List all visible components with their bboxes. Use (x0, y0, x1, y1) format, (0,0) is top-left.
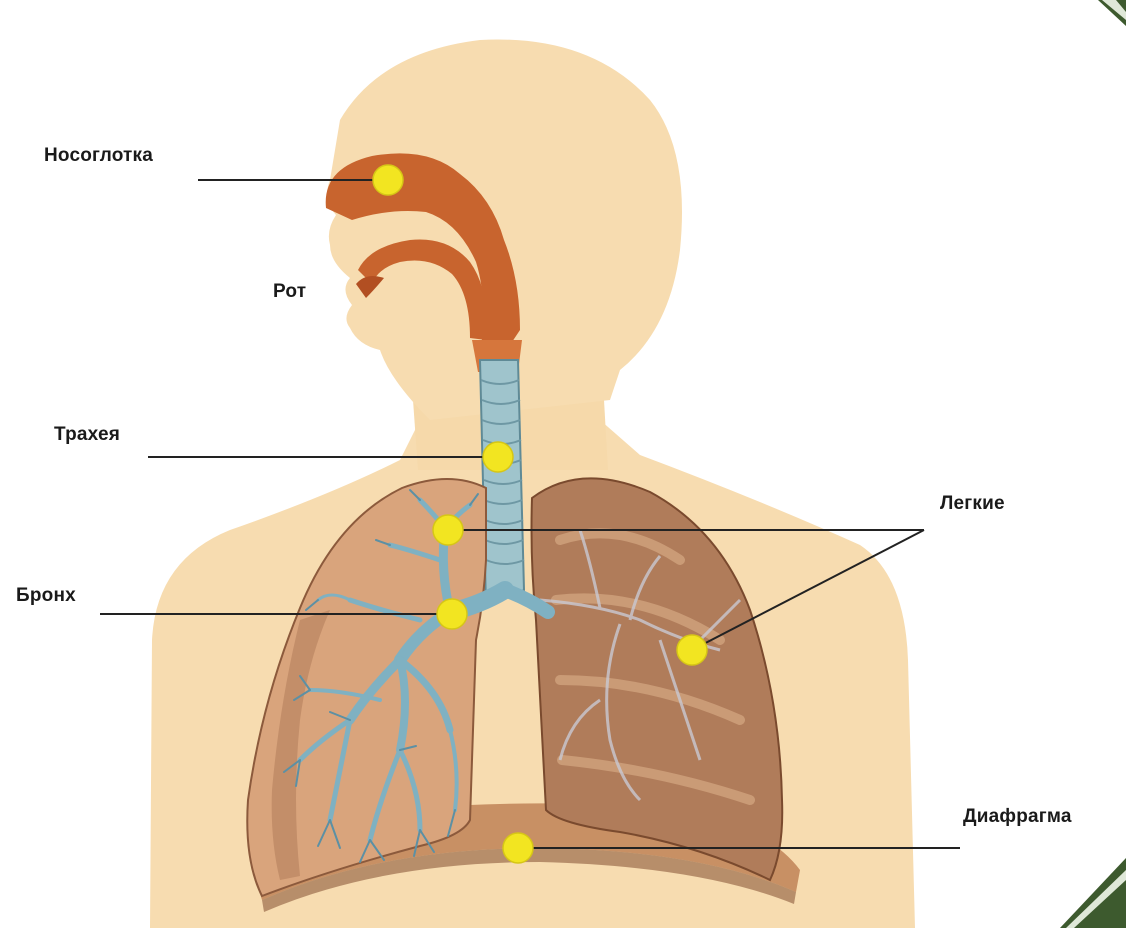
marker-diaphragm (503, 833, 533, 863)
label-mouth: Рот (273, 281, 306, 303)
corner-decoration-bottom-right (1060, 858, 1126, 928)
label-lungs: Легкие (940, 493, 1005, 515)
label-trachea: Трахея (54, 424, 120, 446)
marker-nasopharynx (373, 165, 403, 195)
label-diaphragm: Диафрагма (963, 806, 1072, 828)
label-nasopharynx: Носоглотка (44, 145, 153, 167)
marker-bronchus (437, 599, 467, 629)
marker-lung (677, 635, 707, 665)
marker-trachea (483, 442, 513, 472)
label-bronchus: Бронх (16, 585, 76, 607)
marker-bronchi-upper (433, 515, 463, 545)
